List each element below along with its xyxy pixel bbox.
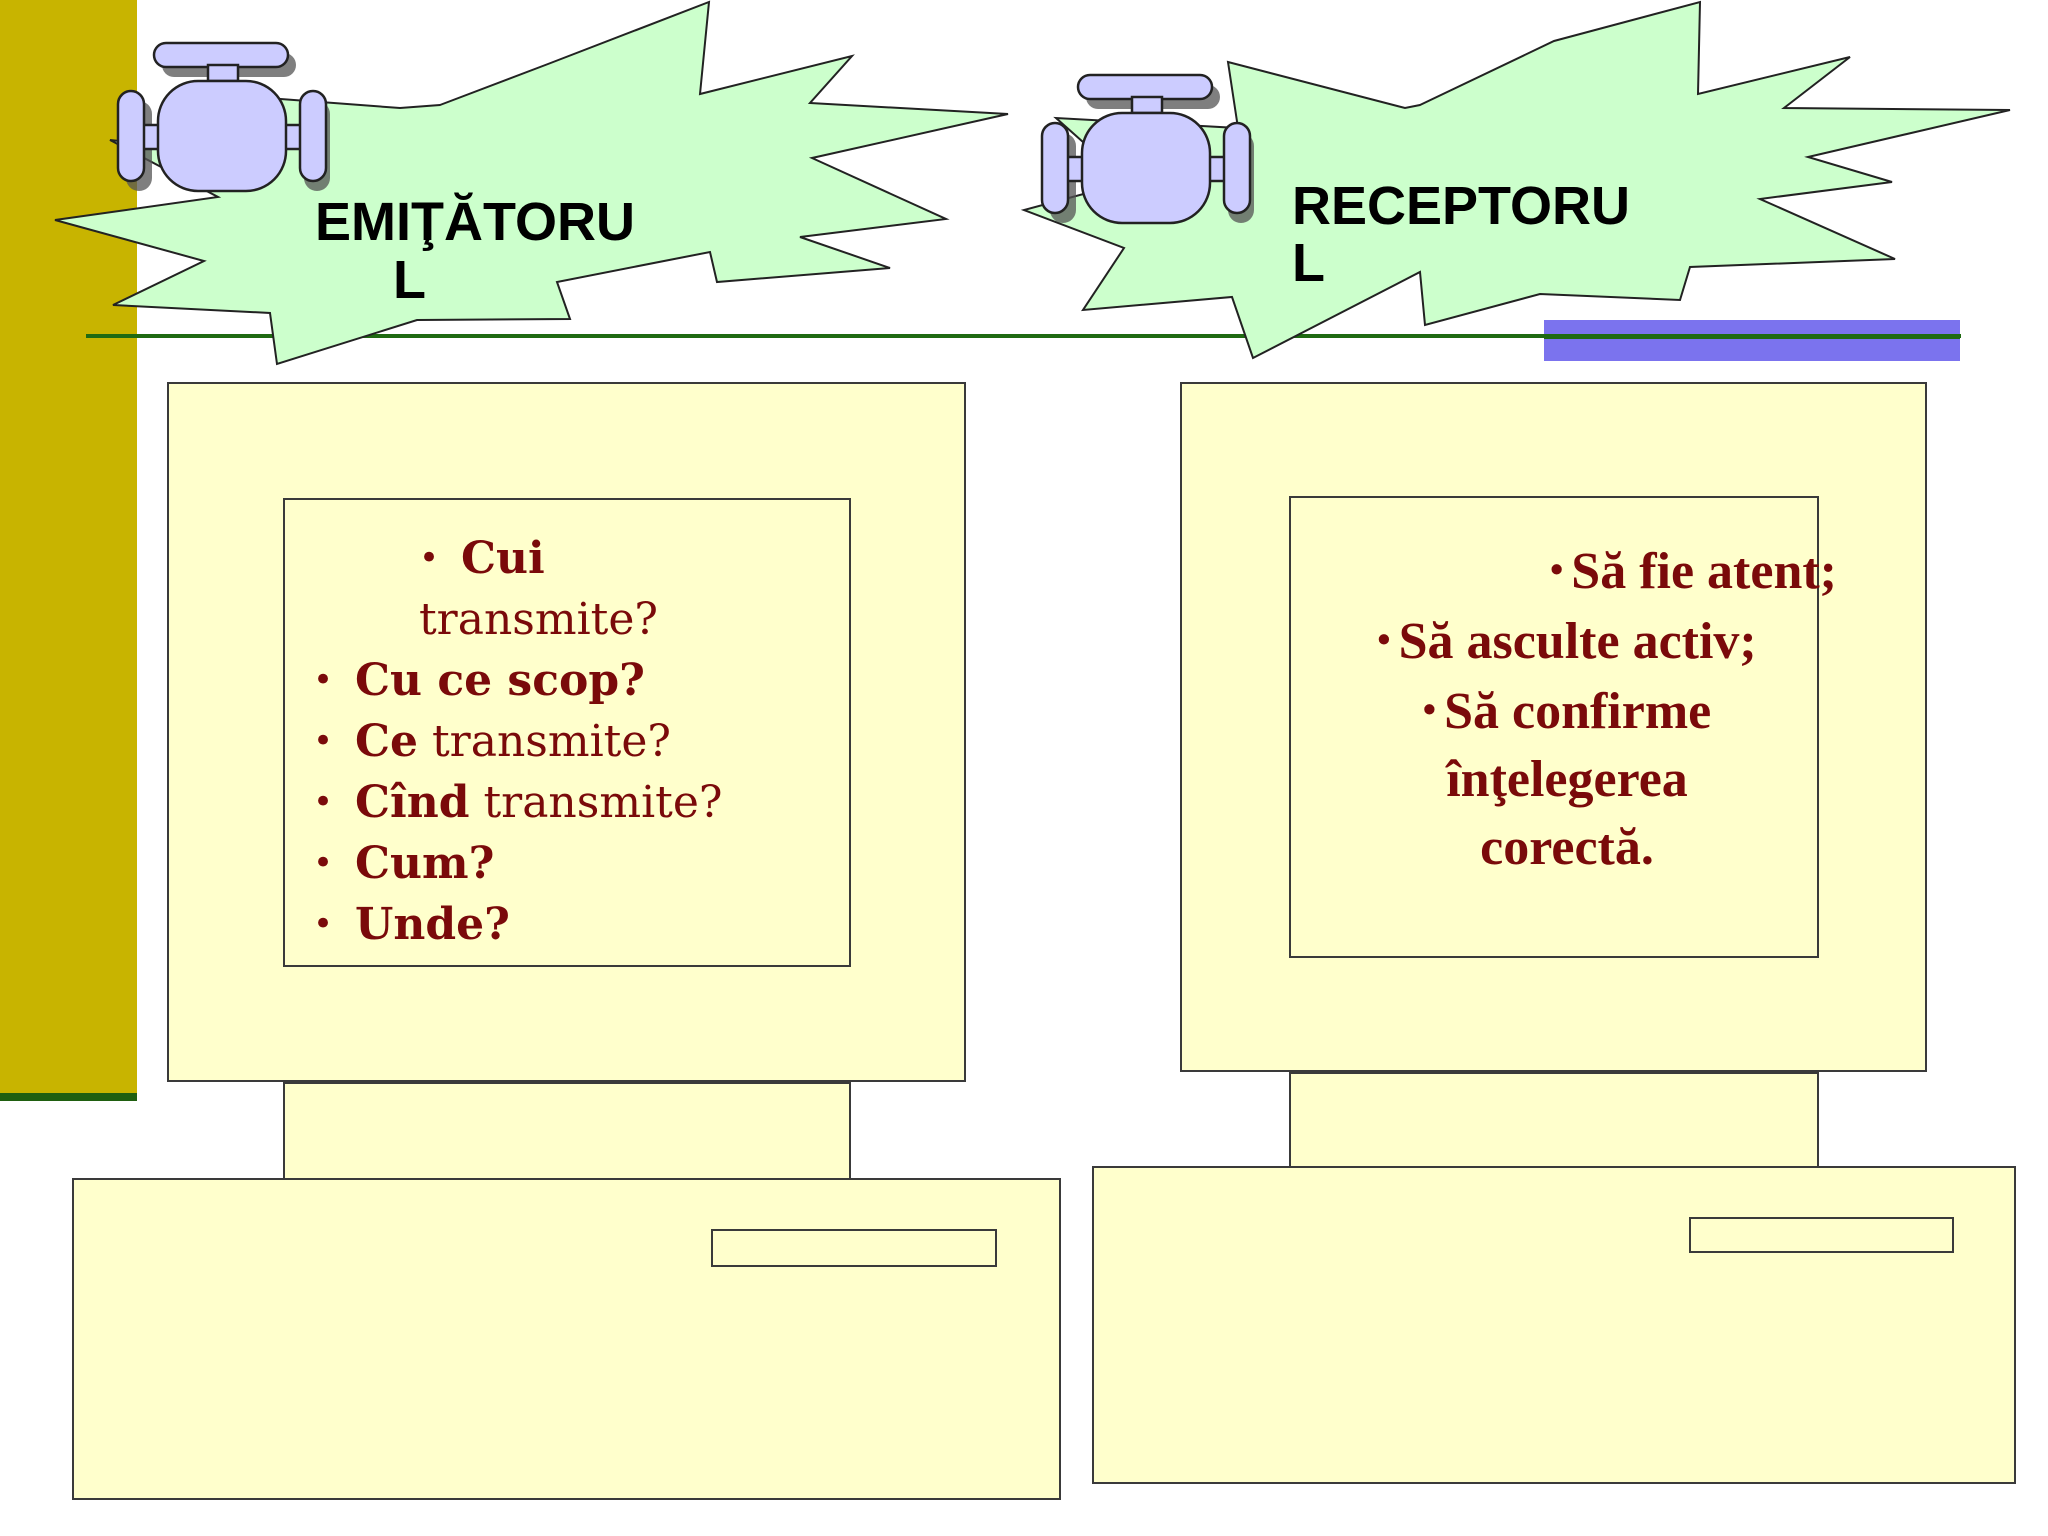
horizontal-rule-overlay (1544, 335, 1960, 339)
list-item-bold: Cînd (355, 777, 470, 828)
list-item: •Să asculte activ; (1297, 606, 1837, 676)
bullet-icon: • (313, 660, 334, 700)
list-item: corectă. (1297, 814, 1837, 882)
bullet-icon: • (313, 782, 334, 822)
list-item-bold: Cui (461, 533, 545, 584)
receiver-title-line2: L (1292, 233, 1325, 293)
receiver-screen (1289, 496, 1819, 958)
list-item: •Să fie atent; (1297, 536, 1837, 606)
emitter-title-line2: L (393, 250, 426, 310)
list-item: • Unde? (313, 894, 833, 955)
receiver-title-line1: RECEPTORU (1292, 176, 1631, 236)
list-item: • Cînd transmite? (313, 772, 833, 833)
list-item: • Cum? (313, 833, 833, 894)
list-item-text: transmite? (418, 716, 671, 767)
list-item: • Cu ce scop? (313, 650, 833, 711)
receiver-duties-list: •Să fie atent; •Să asculte activ; •Să co… (1297, 536, 1837, 882)
list-item-bold: Cum? (355, 838, 495, 889)
list-item-text: Să fie atent; (1571, 543, 1837, 600)
receiver-disk-drive-slot (1689, 1217, 1954, 1253)
horizontal-rule (86, 334, 1961, 338)
bullet-icon: • (313, 721, 334, 761)
emitter-questions-list: • Cui transmite? • Cu ce scop? • Ce transmi… (313, 528, 833, 955)
list-item: • Ce transmite? (313, 711, 833, 772)
emitter-title-line1: EMIŢĂTORU (315, 192, 635, 252)
bullet-icon: • (1377, 619, 1391, 661)
emitter-title: EMIŢĂTORU L (315, 193, 635, 309)
bullet-icon: • (313, 904, 334, 944)
emitter-screen (283, 498, 851, 967)
list-item-text: Să confirme (1444, 683, 1712, 740)
emitter-disk-drive-slot (711, 1229, 997, 1267)
list-item: • Cui transmite? (313, 528, 833, 650)
list-item-bold: Cu ce scop? (355, 655, 645, 706)
bullet-icon: • (313, 843, 334, 883)
list-item-text: transmite? (419, 594, 658, 645)
list-item-text: înţelegerea (1446, 751, 1688, 808)
accent-bar-underline (0, 1093, 137, 1101)
bullet-icon: • (1422, 689, 1437, 731)
receiver-monitor-stand (1289, 1072, 1819, 1168)
list-item-bold: Ce (355, 716, 419, 767)
list-item: înţelegerea (1297, 746, 1837, 814)
receiver-title: RECEPTORU L (1292, 178, 1630, 292)
emitter-computer-case (72, 1178, 1061, 1500)
receiver-starburst (1020, 0, 2011, 360)
list-item-text: corectă. (1480, 819, 1654, 876)
list-item-text: Să asculte activ; (1398, 613, 1757, 670)
emitter-monitor-stand (283, 1082, 851, 1180)
purple-accent-bar (1544, 320, 1960, 361)
bullet-icon: • (1549, 549, 1564, 591)
accent-bar (0, 0, 137, 1095)
list-item-text: transmite? (469, 777, 723, 828)
receiver-computer-case (1092, 1166, 2016, 1484)
list-item: •Să confirme (1297, 676, 1837, 746)
list-item-bold: Unde? (355, 899, 510, 950)
bullet-icon: • (419, 538, 440, 578)
